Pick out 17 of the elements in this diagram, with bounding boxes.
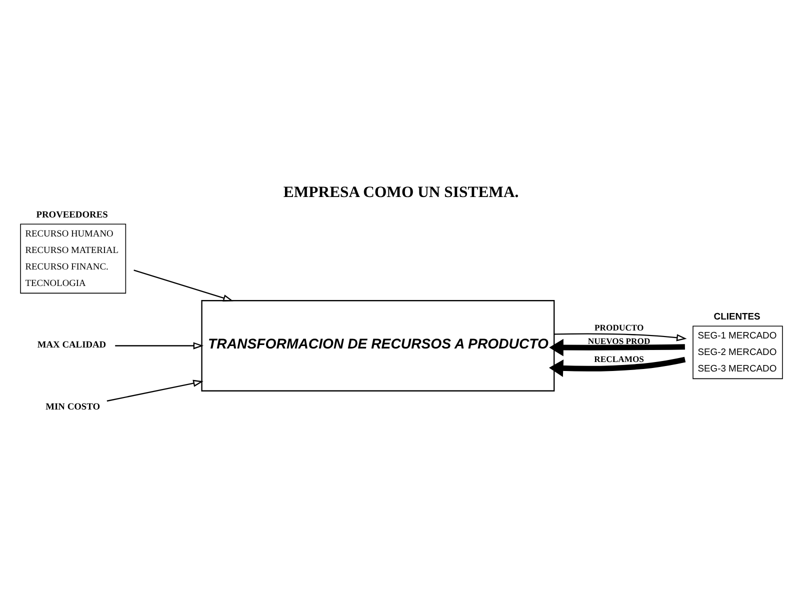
diagram-title: EMPRESA COMO UN SISTEMA. — [283, 184, 519, 201]
node-text: MAX CALIDAD — [37, 340, 106, 350]
edge-label: PRODUCTO — [594, 322, 644, 332]
arrow — [549, 338, 685, 356]
node-label: PROVEEDORES — [36, 210, 108, 220]
node-label: CLIENTES — [714, 310, 760, 322]
arrow — [106, 379, 204, 402]
arrow — [548, 356, 686, 376]
arrow — [554, 332, 687, 341]
edge-label: NUEVOS PROD — [588, 336, 650, 346]
node-text: MIN COSTO — [46, 402, 100, 412]
node-box: RECURSO HUMANO RECURSO MATERIAL RECURSO FINANC. TECNOLOGIA — [20, 223, 126, 294]
arrow — [134, 269, 234, 301]
node-box: SEG-1 MERCADO SEG-2 MERCADO SEG-3 MERCADO — [692, 325, 783, 379]
node-box: TRANSFORMACION DE RECURSOS A PRODUCTO — [201, 300, 555, 391]
arrow — [115, 342, 204, 349]
edge-label: RECLAMOS — [594, 354, 644, 364]
